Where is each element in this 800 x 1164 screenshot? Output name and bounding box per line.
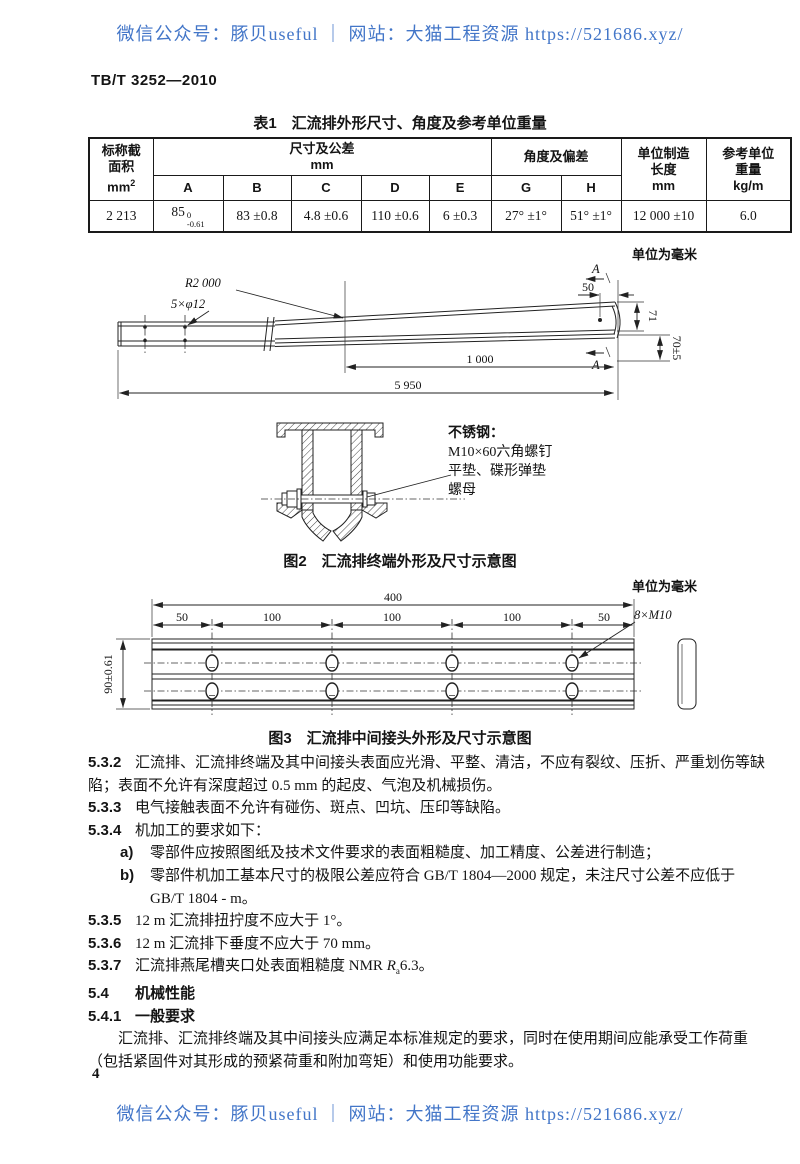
svg-text:A: A — [591, 358, 600, 372]
terminal-cross-section-drawing — [261, 422, 465, 542]
cross-section-body — [276, 422, 388, 542]
cell-d: 110 ±0.6 — [360, 200, 430, 233]
dim-50: 50 — [578, 280, 634, 400]
header-length: 单位制造 长度 mm — [620, 137, 707, 201]
col-D: D — [360, 175, 430, 201]
svg-text:50: 50 — [176, 610, 188, 624]
cell-b: 83 ±0.8 — [222, 200, 292, 233]
note-leader-line — [366, 474, 452, 498]
clause-item-b: b)零部件机加工基本尺寸的极限公差应符合 GB/T 1804—2000 规定，未… — [120, 866, 736, 907]
figure2-caption: 图2 汇流排终端外形及尺寸示意图 — [283, 553, 517, 570]
dim-chain: 50 100 100 100 50 — [153, 610, 633, 628]
bolt-note: 不锈钢： M10×60六角螺钉 平垫、碟形弹垫 螺母 — [448, 424, 552, 500]
joint-holes — [205, 654, 579, 700]
cell-g: 27° ±1° — [490, 200, 562, 233]
cell-h: 51° ±1° — [560, 200, 622, 233]
note-line: 不锈钢： — [448, 426, 504, 441]
table1-title: 表1 汇流排外形尺寸、角度及参考单位重量 — [253, 115, 547, 132]
holes-callout: 5×φ12 — [171, 297, 210, 326]
general-requirements-paragraph: 汇流排、汇流排终端及其中间接头应满足本标准规定的要求，同时在使用期间应能承受工作… — [88, 1031, 749, 1070]
note-line: 平垫、碟形弹垫 — [448, 464, 546, 479]
svg-text:100: 100 — [263, 610, 281, 624]
cell-c: 4.8 ±0.6 — [290, 200, 362, 233]
svg-text:A: A — [591, 262, 600, 276]
svg-text:70±5: 70±5 — [670, 336, 684, 361]
svg-text:400: 400 — [384, 590, 402, 604]
holes-label: 5×φ12 — [171, 297, 205, 311]
threaded-holes-callout: 8×M10 — [578, 608, 672, 659]
radius-label: R2 000 — [184, 276, 222, 290]
section-marker-bottom: A — [585, 346, 611, 372]
threaded-holes-label: 8×M10 — [634, 608, 672, 622]
subheader-row: A B C D E G H — [89, 175, 791, 201]
bar-left-section — [117, 315, 275, 353]
header-area: 标称截 面积 mm2 — [88, 137, 154, 201]
cell-length: 12 000 ±10 — [620, 200, 707, 233]
dim-90: 90±0.61 — [101, 638, 150, 710]
cell-area: 2 213 — [88, 200, 154, 233]
standard-number: TB/T 3252—2010 — [91, 72, 218, 89]
header-weight: 参考单位 重量 kg/m — [705, 137, 792, 201]
svg-text:100: 100 — [383, 610, 401, 624]
dim-1000: 1 000 — [344, 335, 614, 373]
units-note: 单位为毫米 — [632, 579, 698, 594]
dim-400: 400 — [151, 590, 635, 637]
col-A: A — [152, 175, 224, 201]
svg-text:90±0.61: 90±0.61 — [101, 654, 115, 694]
bar-tapered-section — [274, 301, 621, 347]
busbar-end-drawing: 单位为毫米 R2 000 5×φ12 — [117, 247, 698, 400]
col-B: B — [222, 175, 292, 201]
table1-spec-table: 标称截 面积 mm2 尺寸及公差 mm 角度及偏差 单位制造 长度 mm 参考单… — [88, 137, 793, 233]
svg-text:5 950: 5 950 — [395, 378, 422, 392]
cell-e: 6 ±0.3 — [428, 200, 492, 233]
watermark-bottom: 微信公众号：豚贝useful ｜ 网站：大猫工程资源 https://52168… — [116, 1104, 684, 1124]
clause-item-a: a)零部件应按照图纸及技术文件要求的表面粗糙度、加工精度、公差进行制造； — [120, 844, 661, 862]
note-line: 螺母 — [448, 483, 476, 498]
dim-71: 71 — [617, 301, 660, 332]
page-number: 4 — [92, 1066, 100, 1082]
watermark-top: 微信公众号：豚贝useful ｜ 网站：大猫工程资源 https://52168… — [116, 24, 684, 44]
col-H: H — [560, 175, 622, 201]
units-note: 单位为毫米 — [632, 247, 698, 262]
radius-callout: R2 000 — [184, 276, 346, 335]
dim-5950: 5 950 — [117, 350, 614, 399]
joint-drawing: 单位为毫米 400 50 100 100 100 50 — [101, 579, 698, 715]
svg-text:50: 50 — [582, 280, 594, 294]
svg-text:100: 100 — [503, 610, 521, 624]
col-G: G — [490, 175, 562, 201]
col-E: E — [428, 175, 492, 201]
section-marker-top: A — [585, 262, 611, 284]
header-dims-group: 尺寸及公差 mm — [152, 137, 492, 176]
dim-70: 70±5 — [617, 334, 684, 362]
header-angles-group: 角度及偏差 — [490, 137, 622, 176]
svg-text:71: 71 — [646, 310, 660, 322]
figure3-caption: 图3 汇流排中间接头外形及尺寸示意图 — [268, 730, 532, 747]
joint-bar — [144, 619, 642, 715]
bolt-assembly — [261, 488, 465, 510]
note-line: M10×60六角螺钉 — [448, 445, 553, 460]
cell-weight: 6.0 — [705, 200, 792, 233]
svg-text:50: 50 — [598, 610, 610, 624]
col-C: C — [290, 175, 362, 201]
roughness-symbol: R — [386, 958, 396, 975]
joint-end-view — [677, 638, 697, 710]
svg-text:1 000: 1 000 — [467, 352, 494, 366]
